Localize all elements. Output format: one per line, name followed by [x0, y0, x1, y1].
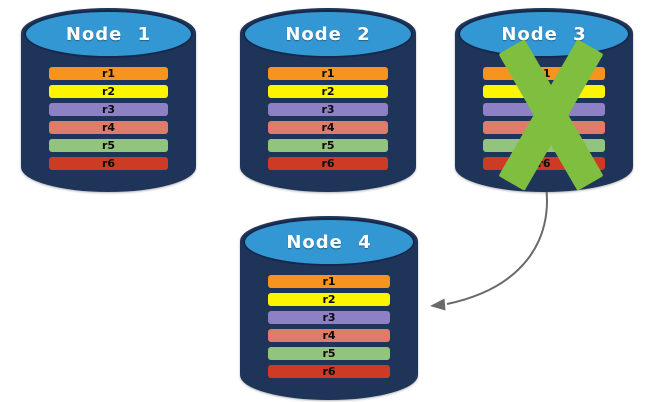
replica-r4: r4	[49, 121, 168, 134]
replica-r1: r1	[49, 67, 168, 80]
cylinder-top: Node 2	[243, 10, 413, 58]
replica-r5: r5	[49, 139, 168, 152]
node-label: Node 2	[285, 23, 371, 45]
cylinder-top: Node 4	[243, 218, 415, 266]
replica-list: r1 r2 r3 r4 r5 r6	[268, 275, 390, 383]
replica-r3: r3	[268, 311, 390, 324]
node-label: Node 4	[286, 231, 372, 253]
replica-r6: r6	[268, 365, 390, 378]
cylinder-top: Node 1	[24, 10, 193, 58]
replica-list: r1 r2 r3 r4 r5 r6	[268, 67, 388, 175]
replica-r4: r4	[268, 121, 388, 134]
replica-r3: r3	[49, 103, 168, 116]
node-2: Node 2 r1 r2 r3 r4 r5 r6	[240, 8, 416, 192]
replica-r5: r5	[268, 139, 388, 152]
node-1: Node 1 r1 r2 r3 r4 r5 r6	[21, 8, 196, 192]
replica-r4: r4	[268, 329, 390, 342]
failed-node-x-mark	[492, 39, 610, 191]
replica-list: r1 r2 r3 r4 r5 r6	[49, 67, 168, 175]
node-4: Node 4 r1 r2 r3 r4 r5 r6	[240, 216, 418, 400]
node-label: Node 1	[65, 23, 152, 45]
replica-r2: r2	[268, 293, 390, 306]
replica-r2: r2	[268, 85, 388, 98]
cylinder-top: Node 3	[458, 10, 630, 58]
replica-r3: r3	[268, 103, 388, 116]
replica-r1: r1	[268, 67, 388, 80]
replica-r1: r1	[268, 275, 390, 288]
replica-r6: r6	[268, 157, 388, 170]
replica-r5: r5	[268, 347, 390, 360]
replica-r6: r6	[49, 157, 168, 170]
arrow-curve	[446, 185, 548, 305]
arrow-head	[430, 298, 446, 311]
replica-r2: r2	[49, 85, 168, 98]
